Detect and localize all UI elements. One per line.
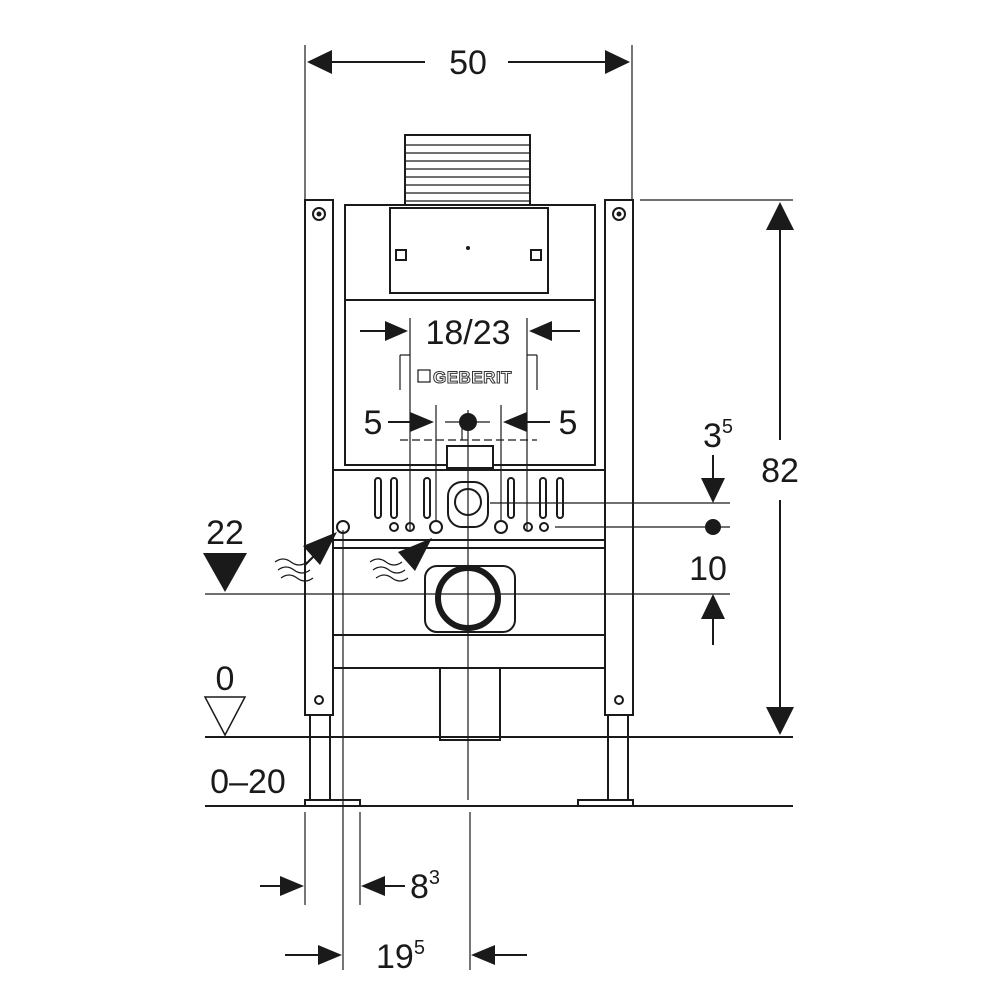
- dimensions-offset_left-text: 5: [364, 404, 383, 442]
- supply-offset-label: 35: [703, 416, 733, 455]
- dimensions-floor_level-text: 0: [216, 660, 235, 698]
- dimensions-drain_spacing-text: 10: [689, 550, 727, 588]
- svg-text:195: 195: [376, 937, 425, 976]
- width-label: 50: [449, 44, 487, 82]
- dimensions-drain_depth-base-text: 19: [376, 938, 414, 976]
- dimensions-foot_depth-base-text: 8: [410, 868, 429, 906]
- dimensions-drain_height-text: 22: [206, 514, 244, 552]
- offset-dimensions: 5 5: [364, 404, 578, 800]
- supply-offset-dimension: 35: [490, 416, 733, 535]
- flush-plate-label: 18/23: [425, 314, 510, 352]
- dimensions-drain_depth-sup-text: 5: [414, 937, 425, 959]
- flush-plate-dimension: 18/23: [360, 314, 580, 530]
- geberit-logo: GEBERIT: [399, 354, 538, 441]
- dimensions-offset_right-text: 5: [559, 404, 578, 442]
- installation-frame: GEBERIT: [304, 134, 634, 807]
- drain-spacing-dimension: 10: [205, 550, 730, 645]
- drain-height-marker: 22: [203, 514, 247, 592]
- actuator-grille: [405, 144, 530, 202]
- floor-range-label: 0–20: [210, 763, 286, 801]
- drain-depth-dimension: 195: [285, 812, 527, 976]
- width-dimension: 50: [304, 44, 633, 200]
- svg-text:83: 83: [410, 867, 440, 906]
- logo-text: GEBERIT: [433, 368, 512, 387]
- dimensions-supply_offset-sup-text: 5: [722, 416, 733, 438]
- height-dimension: 82: [640, 199, 799, 735]
- dimensions-supply_offset-base-text: 3: [703, 417, 722, 455]
- slots: [374, 477, 564, 519]
- floor-level-marker: 0 0–20: [203, 660, 793, 807]
- dimensions-foot_depth-sup-text: 3: [429, 867, 440, 889]
- water-inlet-icons: [274, 530, 432, 970]
- dimensions-height-text: 82: [761, 452, 799, 490]
- foot-depth-dimension: 83: [260, 812, 440, 906]
